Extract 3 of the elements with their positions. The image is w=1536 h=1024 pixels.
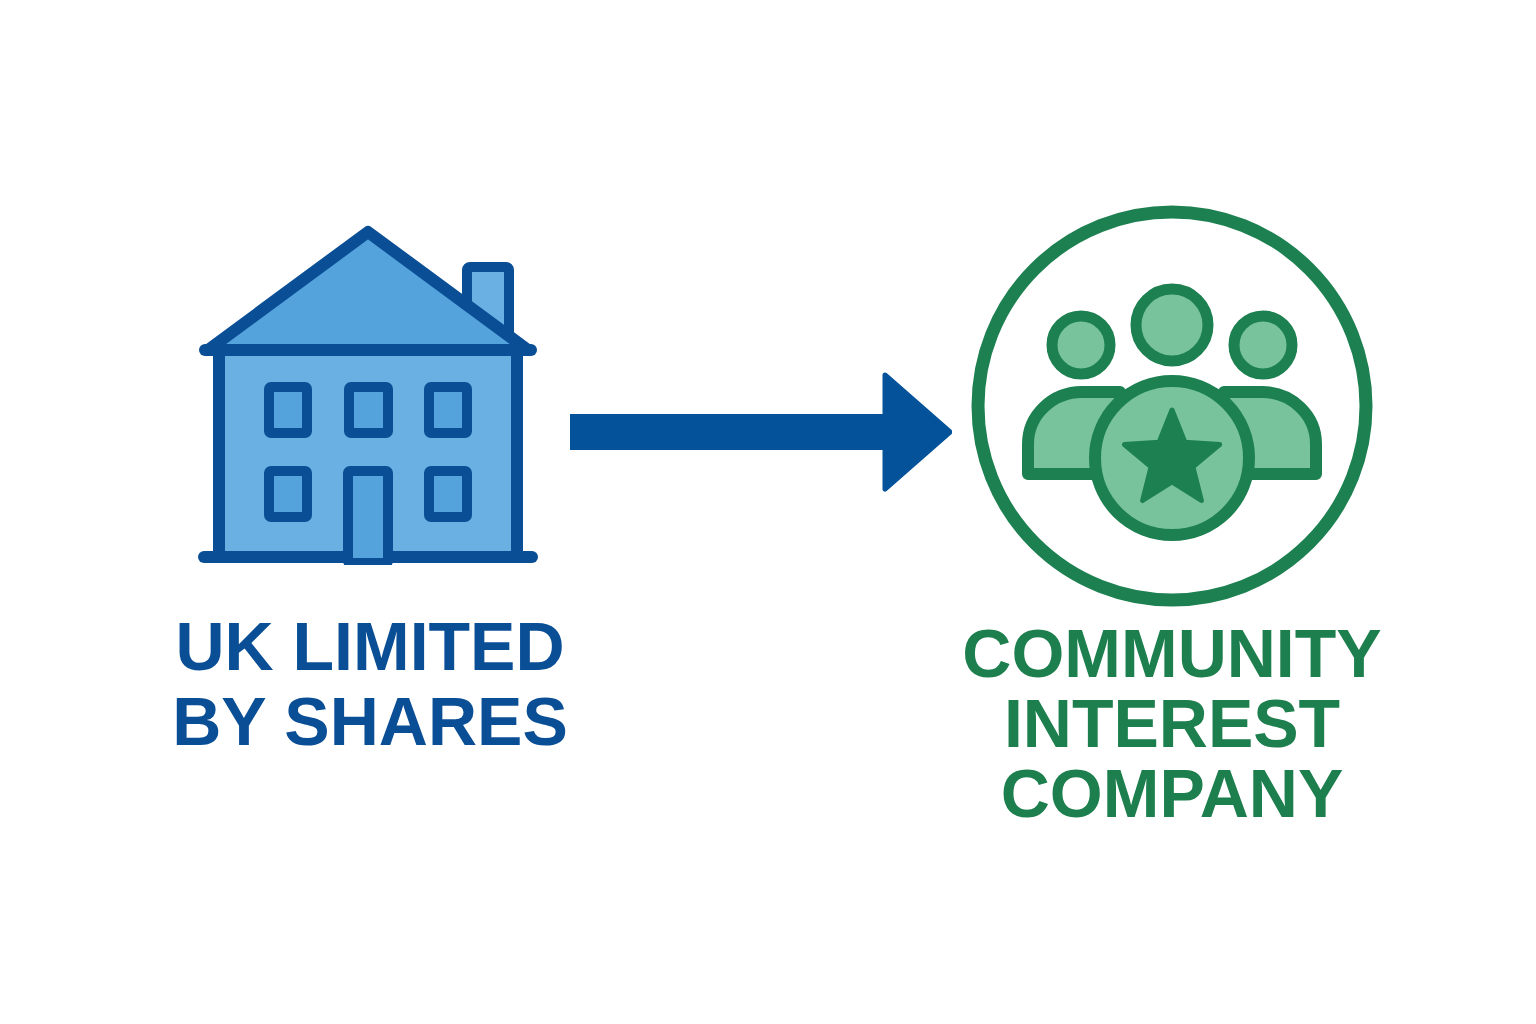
company-type-label: UK LIMITED BY SHARES [171,609,569,759]
company-type-label: COMMUNITY INTEREST COMPANY [961,618,1383,828]
arrow [570,372,953,492]
